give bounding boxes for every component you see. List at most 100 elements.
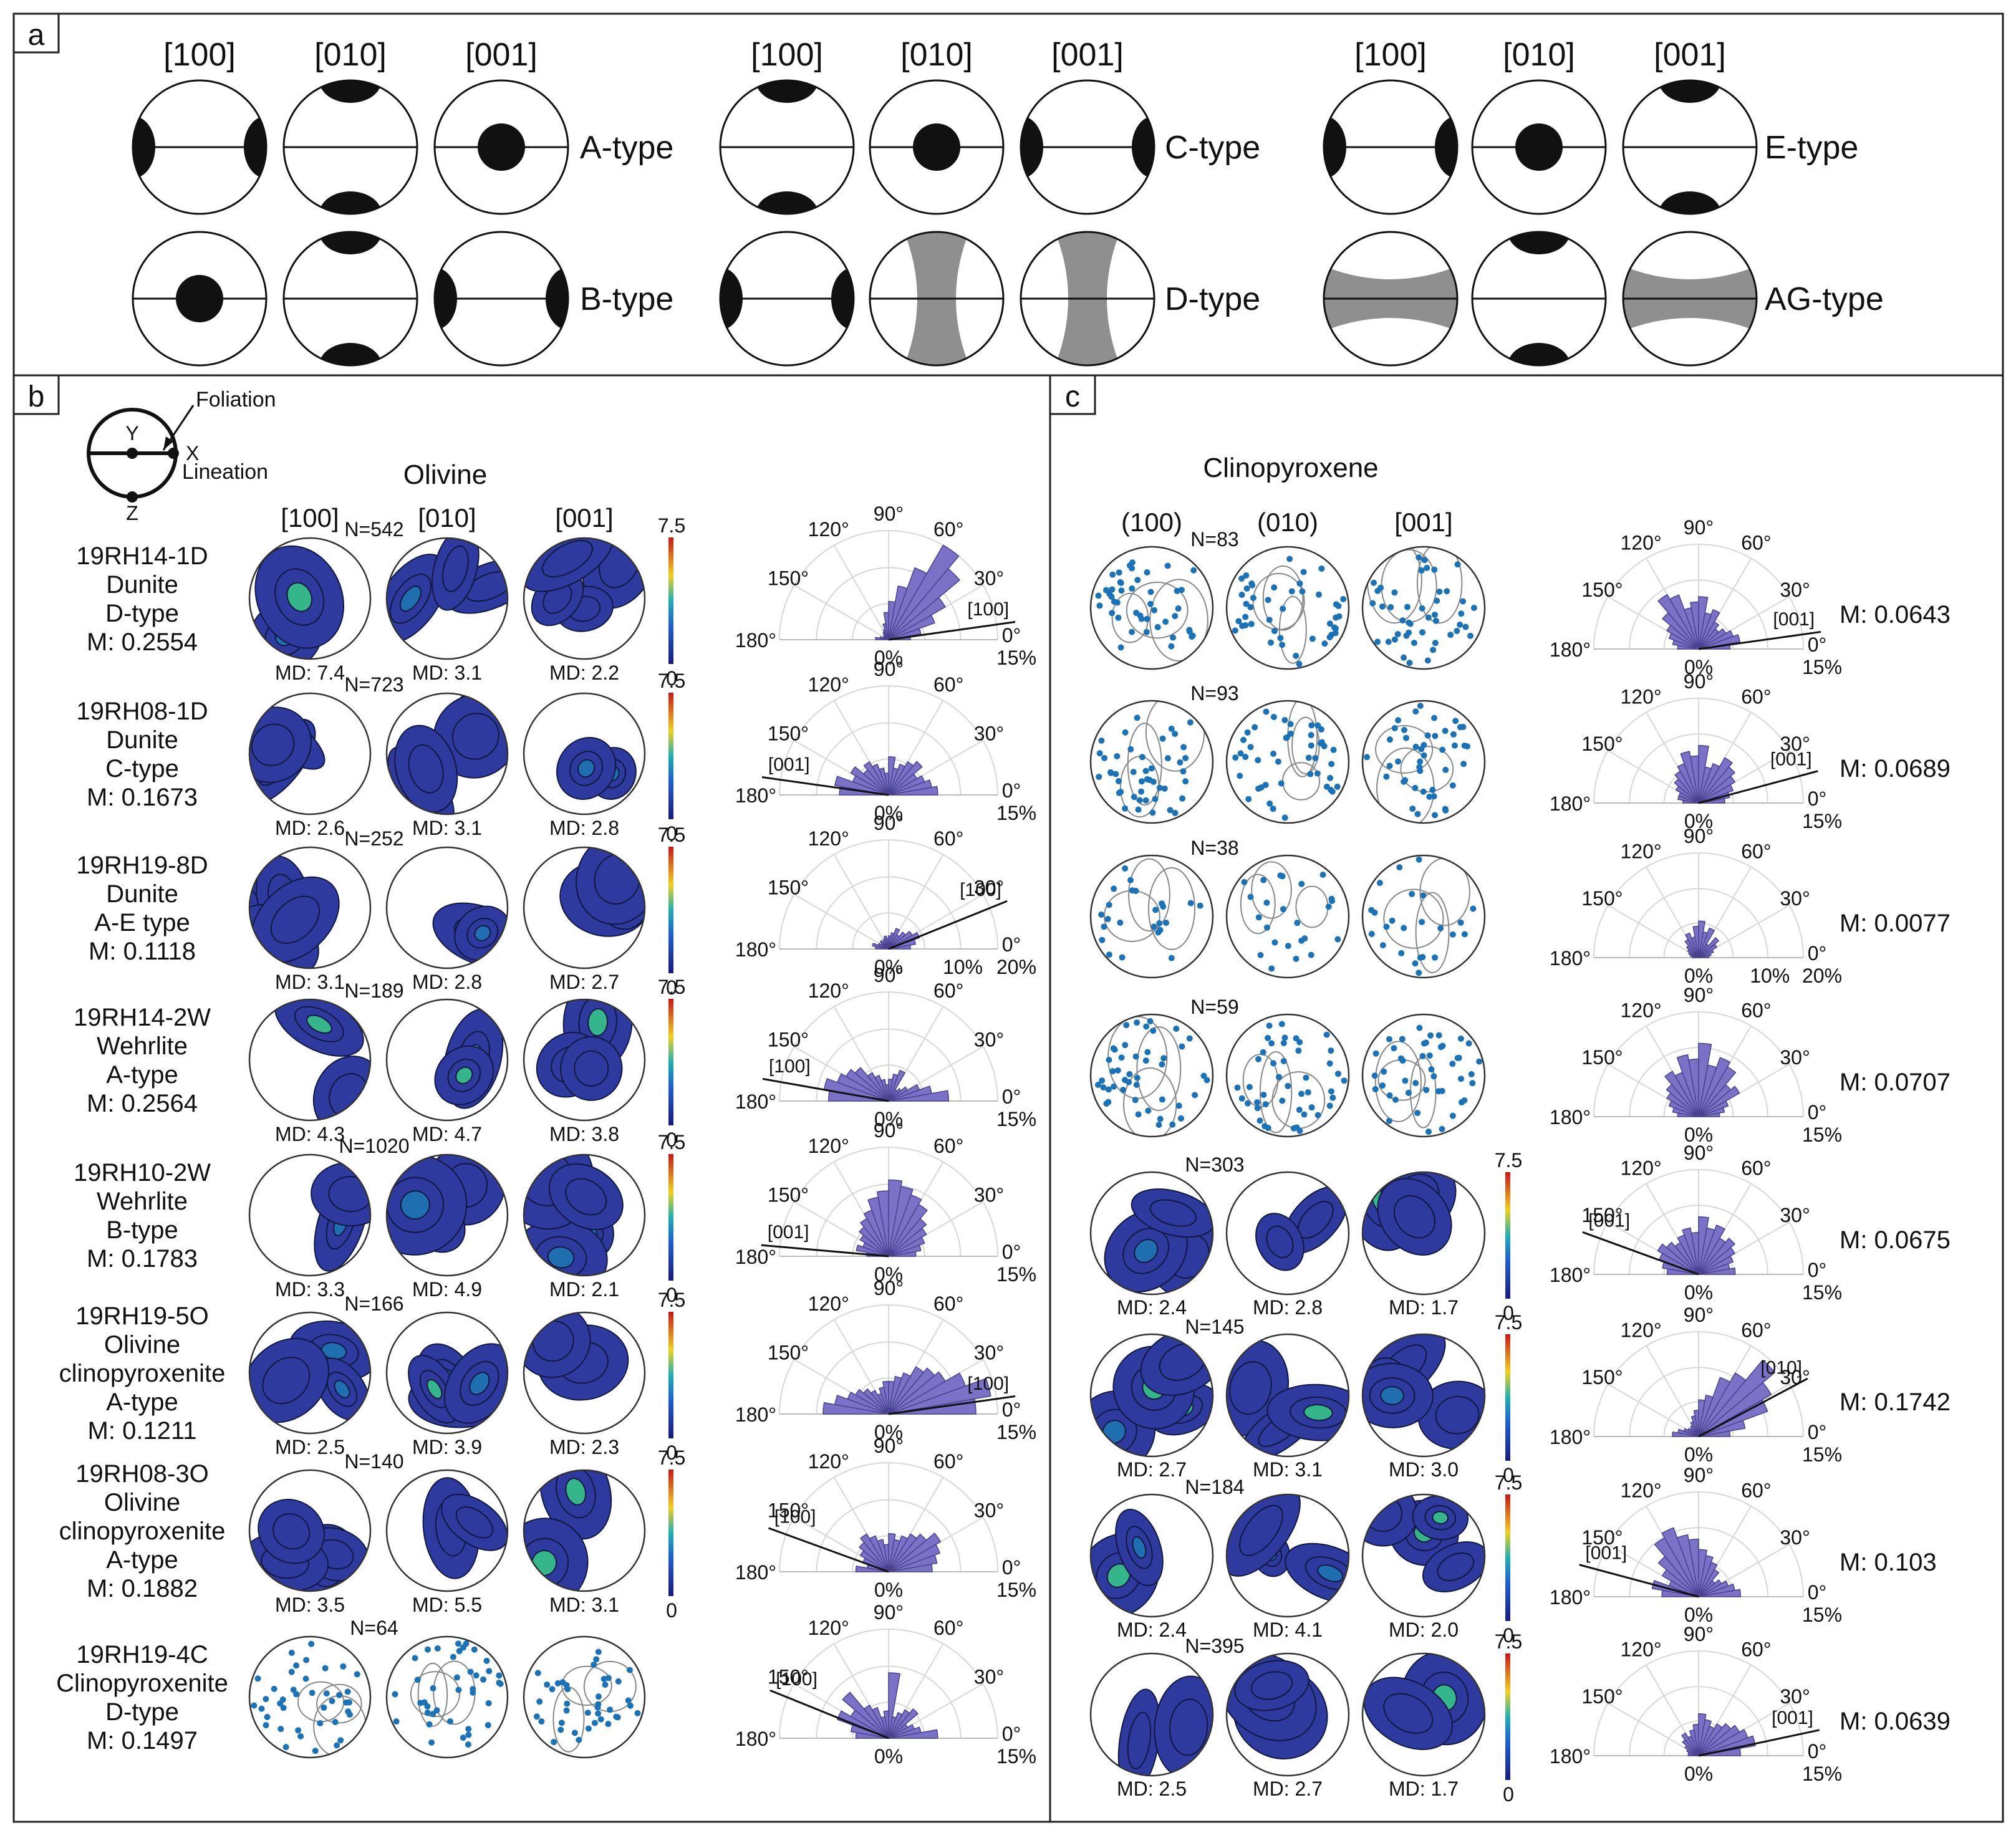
pole-point (1095, 592, 1102, 599)
pole-point (1172, 731, 1179, 738)
net-circle (1089, 1171, 1214, 1296)
pole-max (1508, 232, 1570, 254)
density-contour (1375, 725, 1434, 774)
rose-tick-label: 10% (943, 956, 983, 978)
pole-point (1293, 955, 1300, 962)
m-index: M: 0.0077 (1840, 910, 1951, 937)
pole-point (1457, 621, 1464, 628)
rose-tick-label: 0° (1808, 1259, 1827, 1281)
pole-point (312, 1748, 319, 1754)
axis-header: [010] (900, 37, 973, 73)
pole-point (1138, 615, 1145, 622)
net-circle (1361, 1013, 1486, 1138)
rose-tick-label: 60° (933, 1450, 963, 1473)
pole-point (280, 1705, 287, 1711)
pole-point (1469, 1080, 1476, 1087)
rose-petal (888, 1372, 912, 1415)
pole-point (1122, 805, 1129, 812)
pole-point (1096, 773, 1102, 780)
rose-tick-label: 120° (1621, 685, 1662, 708)
misorientation-index: MD: 2.3 (549, 1436, 619, 1458)
density-contour (313, 1695, 367, 1758)
pole-figure (523, 1469, 646, 1592)
rose-tick-label: 30° (1780, 1046, 1810, 1069)
pole-point (564, 1686, 571, 1693)
scale-min: 0 (666, 976, 677, 999)
color-scale-bar (668, 1154, 673, 1281)
pole-point (1308, 722, 1315, 729)
scale-min: 0 (666, 822, 677, 845)
pole-max (1659, 191, 1721, 214)
lineation-label: Lineation (182, 460, 268, 484)
rose-petal (1698, 1725, 1740, 1756)
pole-point (1290, 1125, 1297, 1132)
rose-petal (859, 1550, 889, 1572)
scale-max: 7.5 (658, 1131, 685, 1153)
rose-petal (1666, 1268, 1699, 1275)
rose-tick-label: 120° (808, 673, 849, 696)
scale-max: 7.5 (658, 670, 685, 692)
net-circle (1089, 1333, 1214, 1458)
net-circle (1361, 1652, 1486, 1777)
m-index: M: 0.1742 (1840, 1388, 1951, 1416)
pole-point (317, 1720, 324, 1726)
scale-min: 0 (666, 1599, 677, 1622)
contour-level (451, 713, 499, 760)
pole-point (279, 1696, 286, 1703)
pole-point (1314, 722, 1321, 729)
net-circle (1225, 546, 1350, 670)
contour-level (1383, 1693, 1434, 1734)
rose-petal (1682, 799, 1699, 804)
pole-point (1142, 1057, 1149, 1064)
pole-point (1328, 1047, 1334, 1054)
rose-tick-label: 150° (768, 1499, 809, 1522)
pole-point (1270, 806, 1276, 812)
panel-a-label: a (28, 19, 45, 52)
rose-petal (1677, 645, 1699, 650)
pole-point (1319, 872, 1326, 878)
pole-figure (1089, 1333, 1214, 1458)
pole-point (1159, 735, 1166, 742)
pole-point (1379, 1082, 1386, 1089)
pole-point (303, 1657, 310, 1663)
density-contour (1136, 1026, 1182, 1112)
pole-point (1134, 1074, 1141, 1081)
pole-point (1420, 752, 1427, 759)
pole-point (1457, 724, 1464, 731)
pole-point (483, 1657, 490, 1664)
rose-petal (1657, 1556, 1699, 1597)
sample-id: 19RH19-4C (76, 1641, 208, 1668)
pole-point (1151, 607, 1158, 613)
axis-header: [010] (1503, 37, 1575, 73)
rose-tick-label: 0% (874, 956, 903, 978)
rose-diagram: 120°90°60°150°30°180°0°0%15% (1550, 984, 1842, 1146)
pole-point (1122, 1042, 1129, 1049)
rose-petal (888, 931, 906, 950)
pole-max (435, 267, 457, 330)
pole-figure (1225, 1333, 1350, 1458)
z-point (127, 491, 138, 503)
pole-point (485, 1721, 491, 1728)
net-circle (132, 79, 268, 215)
pole-point (271, 1685, 277, 1692)
misorientation-index: MD: 2.7 (549, 971, 619, 993)
rose-petal (1698, 1216, 1709, 1275)
pole-point (1404, 604, 1411, 610)
net-circle (385, 1153, 509, 1277)
pole-point (1406, 619, 1412, 626)
density-contour (1149, 579, 1208, 662)
rose-tick-label: 0° (1002, 933, 1021, 956)
pole-point (1419, 918, 1425, 925)
pole-point (1135, 1111, 1142, 1118)
pole-point (1281, 716, 1288, 723)
rose-tick-label: 30° (1780, 1366, 1810, 1388)
rose-petal (1698, 1372, 1747, 1437)
rose-petal (1684, 1744, 1699, 1756)
pole-point (1138, 788, 1145, 795)
pole-point (1175, 1102, 1182, 1109)
pole-figure (1225, 546, 1350, 670)
pole-point (1437, 925, 1444, 931)
rose-tick-label: 180° (1550, 947, 1591, 970)
contour-level (455, 1506, 494, 1539)
pole-point (607, 1706, 614, 1713)
